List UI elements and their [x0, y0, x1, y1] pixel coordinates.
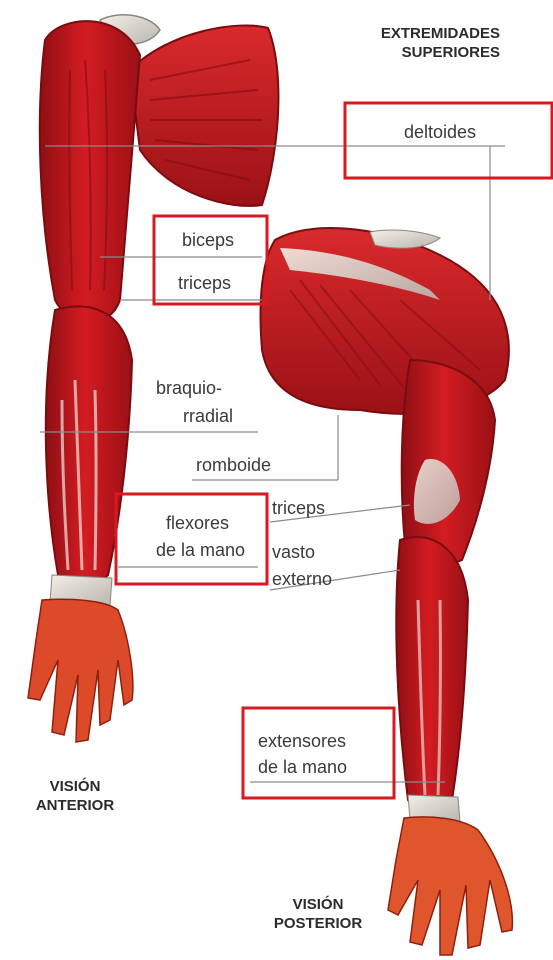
label-braquiorradial-1: braquio- [156, 377, 222, 400]
label-deltoides: deltoides [404, 121, 476, 144]
pectoral-muscle [130, 25, 278, 205]
anterior-arm [28, 15, 278, 742]
forearm-anterior [46, 307, 132, 587]
hand-posterior [388, 817, 512, 955]
caption-posterior: VISIÓN POSTERIOR [258, 895, 378, 933]
label-extensores-2: de la mano [258, 756, 347, 779]
label-flexores-2: de la mano [156, 539, 245, 562]
label-triceps-anterior: triceps [178, 272, 231, 295]
label-triceps-posterior: triceps [272, 497, 325, 520]
caption-posterior-line-2: POSTERIOR [258, 914, 378, 933]
posterior-arm [261, 228, 513, 955]
label-romboide: romboide [196, 454, 271, 477]
caption-anterior-line-1: VISIÓN [30, 777, 120, 796]
upper-arm-posterior [402, 360, 495, 565]
label-vasto-2: externo [272, 568, 332, 591]
box-extensores [243, 708, 394, 798]
title-line-2: SUPERIORES [381, 43, 500, 62]
label-braquiorradial-2: rradial [183, 405, 233, 428]
forearm-posterior [396, 537, 468, 807]
title-line-1: EXTREMIDADES [381, 24, 500, 43]
label-biceps: biceps [182, 229, 234, 252]
label-flexores-1: flexores [166, 512, 229, 535]
label-extensores-1: extensores [258, 730, 346, 753]
label-vasto-1: vasto [272, 541, 315, 564]
hand-anterior [28, 599, 133, 742]
caption-posterior-line-1: VISIÓN [258, 895, 378, 914]
diagram-title: EXTREMIDADES SUPERIORES [381, 24, 500, 62]
caption-anterior: VISIÓN ANTERIOR [30, 777, 120, 815]
caption-anterior-line-2: ANTERIOR [30, 796, 120, 815]
